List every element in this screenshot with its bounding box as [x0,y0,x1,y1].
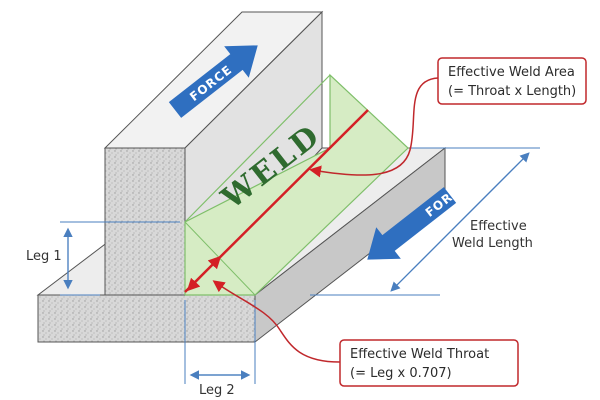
callout-weld-area: Effective Weld Area (= Throat x Length) [309,57,587,178]
callout-weld-throat-line2: (= Leg x 0.707) [350,366,452,381]
effective-length-label-1: Effective [470,219,527,234]
leg1-dimension: Leg 1 [26,221,180,296]
callout-weld-throat: Effective Weld Throat (= Leg x 0.707) [212,280,519,387]
leg1-label: Leg 1 [26,249,62,264]
callout-weld-area-line1: Effective Weld Area [448,65,575,80]
leg2-label: Leg 2 [199,383,235,398]
leg2-dimension: Leg 2 [184,300,256,398]
callout-weld-throat-line1: Effective Weld Throat [350,347,489,362]
effective-weld-length-dimension: Effective Weld Length [310,147,540,296]
effective-length-label-2: Weld Length [452,236,533,251]
callout-weld-area-line2: (= Throat x Length) [448,84,576,99]
